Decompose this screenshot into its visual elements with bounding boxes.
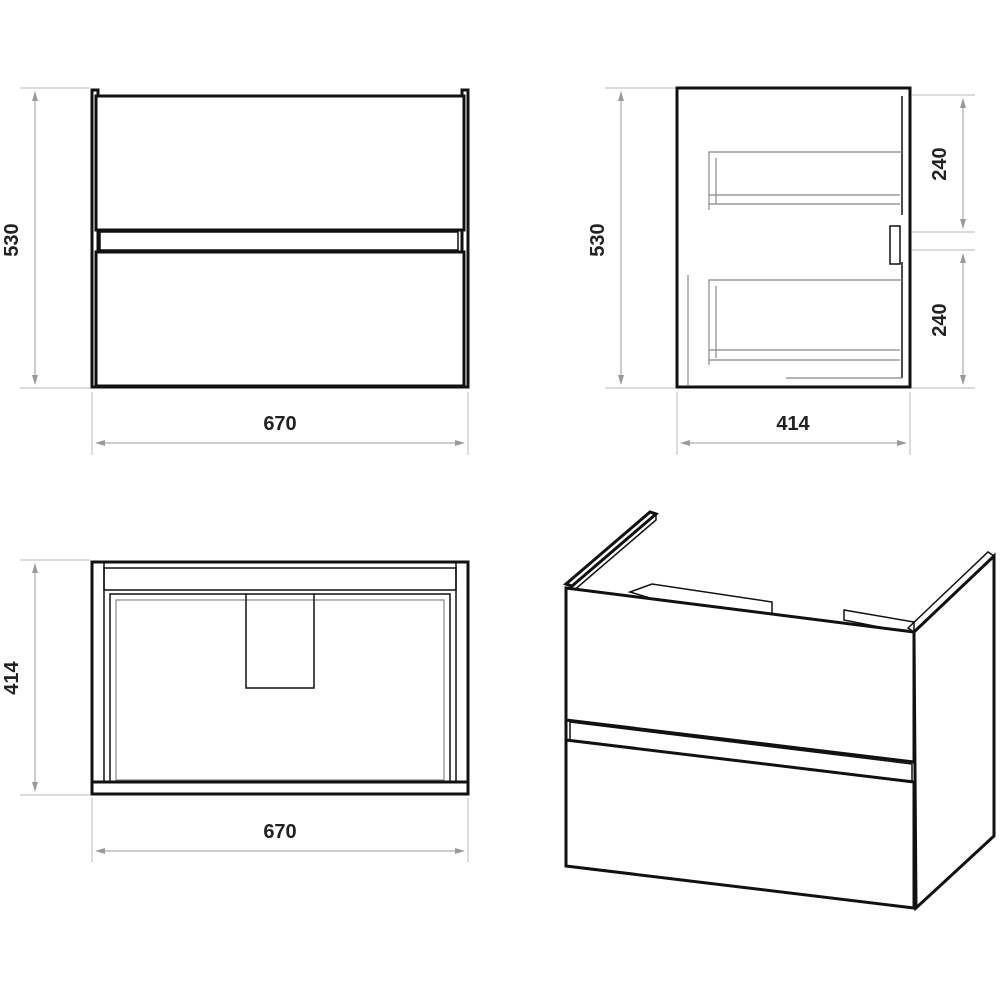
front-view: 530 670 (1, 87, 470, 455)
lower-drawer-label: 240 (929, 303, 951, 336)
side-lower-drawer-box (708, 279, 902, 365)
front-lower-drawer (94, 250, 466, 388)
top-drawer-inner (115, 599, 445, 781)
top-view: 414 670 (1, 559, 470, 862)
iso-right-side-panel (912, 552, 996, 912)
iso-left-side-top (571, 512, 657, 594)
side-outline (675, 86, 912, 389)
side-upper-drawer-box (708, 151, 902, 210)
iso-lower-drawer-front (564, 738, 916, 910)
front-handle-rail (99, 231, 459, 251)
isometric-view (563, 510, 996, 912)
top-depth-label: 414 (1, 660, 23, 694)
top-siphon-cutout (245, 594, 315, 689)
front-width-label: 670 (263, 413, 296, 435)
side-height-label: 530 (587, 223, 609, 256)
iso-upper-drawer-front (564, 586, 916, 764)
front-upper-drawer (94, 94, 466, 232)
upper-drawer-label: 240 (929, 147, 951, 180)
top-front-panel (90, 780, 470, 796)
front-height-label: 530 (1, 223, 23, 256)
side-handle-profile (889, 225, 901, 265)
iso-left-side-panel (563, 510, 659, 588)
side-view: 530 240 240 414 (587, 86, 975, 455)
top-outline (90, 560, 470, 796)
top-width-label: 670 (263, 821, 296, 843)
side-depth-label: 414 (776, 413, 810, 435)
